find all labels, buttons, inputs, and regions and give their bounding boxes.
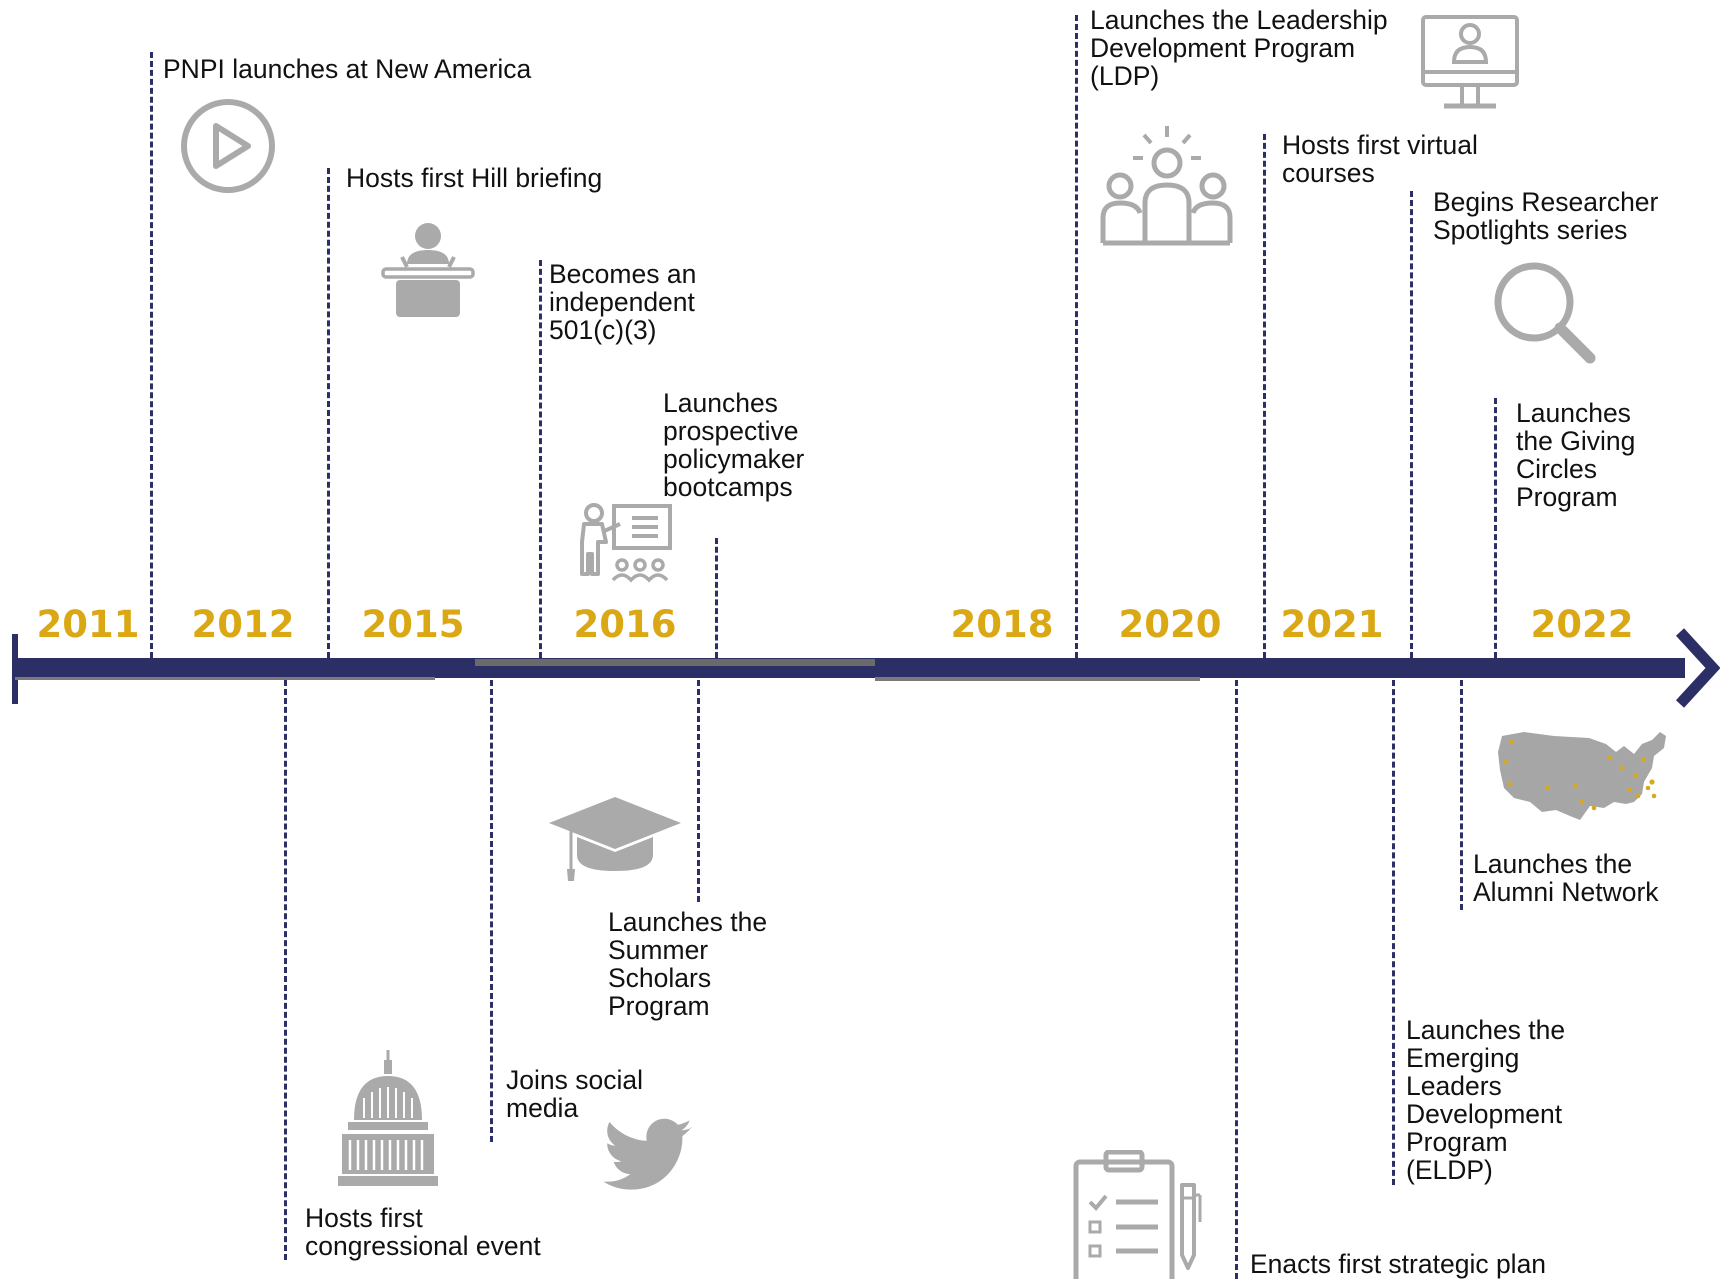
event-spotlights: Begins Researcher Spotlights series [1433,187,1659,245]
connector-congressional-event [284,680,287,1260]
year-2016: 2016 [573,603,677,646]
podium-speaker-icon [380,222,480,322]
timeline-axis [12,628,1720,708]
year-2011: 2011 [36,603,140,646]
event-giving-circles: Launches the Giving Circles Program [1516,398,1636,512]
group-leadership-icon [1100,123,1235,248]
event-social-media: Joins social media [506,1065,643,1123]
clipboard-checklist-icon [1072,1150,1207,1279]
connector-bootcamps [715,538,718,658]
connector-social-media [490,680,493,1142]
year-2020: 2020 [1118,603,1222,646]
connector-independent [539,260,542,658]
connector-spotlights [1410,191,1413,658]
connector-ldp [1075,15,1078,658]
graduation-cap-icon [545,795,685,885]
event-pnpi-launch: PNPI launches at New America [163,54,532,84]
connector-pnpi-launch [150,52,153,658]
year-2022: 2022 [1530,603,1634,646]
capitol-building-icon [338,1050,438,1190]
connector-strategic-plan [1235,680,1238,1279]
connector-hill-briefing [327,168,330,658]
event-alumni-network: Launches the Alumni Network [1473,849,1659,907]
magnifying-glass-icon [1490,260,1600,365]
event-virtual-courses: Hosts first virtual courses [1282,130,1478,188]
event-eldp: Launches the Emerging Leaders Developmen… [1406,1015,1566,1185]
connector-eldp [1392,680,1395,1185]
event-hill-briefing: Hosts first Hill briefing [346,163,603,193]
year-2018: 2018 [950,603,1054,646]
connector-alumni-network [1460,680,1463,910]
play-button-icon [178,96,278,196]
event-strategic-plan: Enacts first strategic plan [1250,1249,1547,1279]
year-2012: 2012 [191,603,295,646]
event-congressional-event: Hosts first congressional event [305,1203,541,1261]
event-summer-scholars: Launches the Summer Scholars Program [608,907,768,1021]
connector-summer-scholars [697,680,700,902]
connector-virtual-courses [1263,134,1266,658]
year-2015: 2015 [361,603,465,646]
event-independent: Becomes an independent 501(c)(3) [549,259,697,345]
connector-giving-circles [1494,398,1497,658]
year-2021: 2021 [1280,603,1384,646]
us-map-icon [1494,726,1674,836]
twitter-bird-icon [600,1118,696,1202]
presentation-board-icon [576,502,676,586]
event-bootcamps: Launches prospective policymaker bootcam… [663,388,805,502]
monitor-user-icon [1420,14,1520,112]
event-ldp: Launches the Leadership Development Prog… [1090,5,1388,91]
